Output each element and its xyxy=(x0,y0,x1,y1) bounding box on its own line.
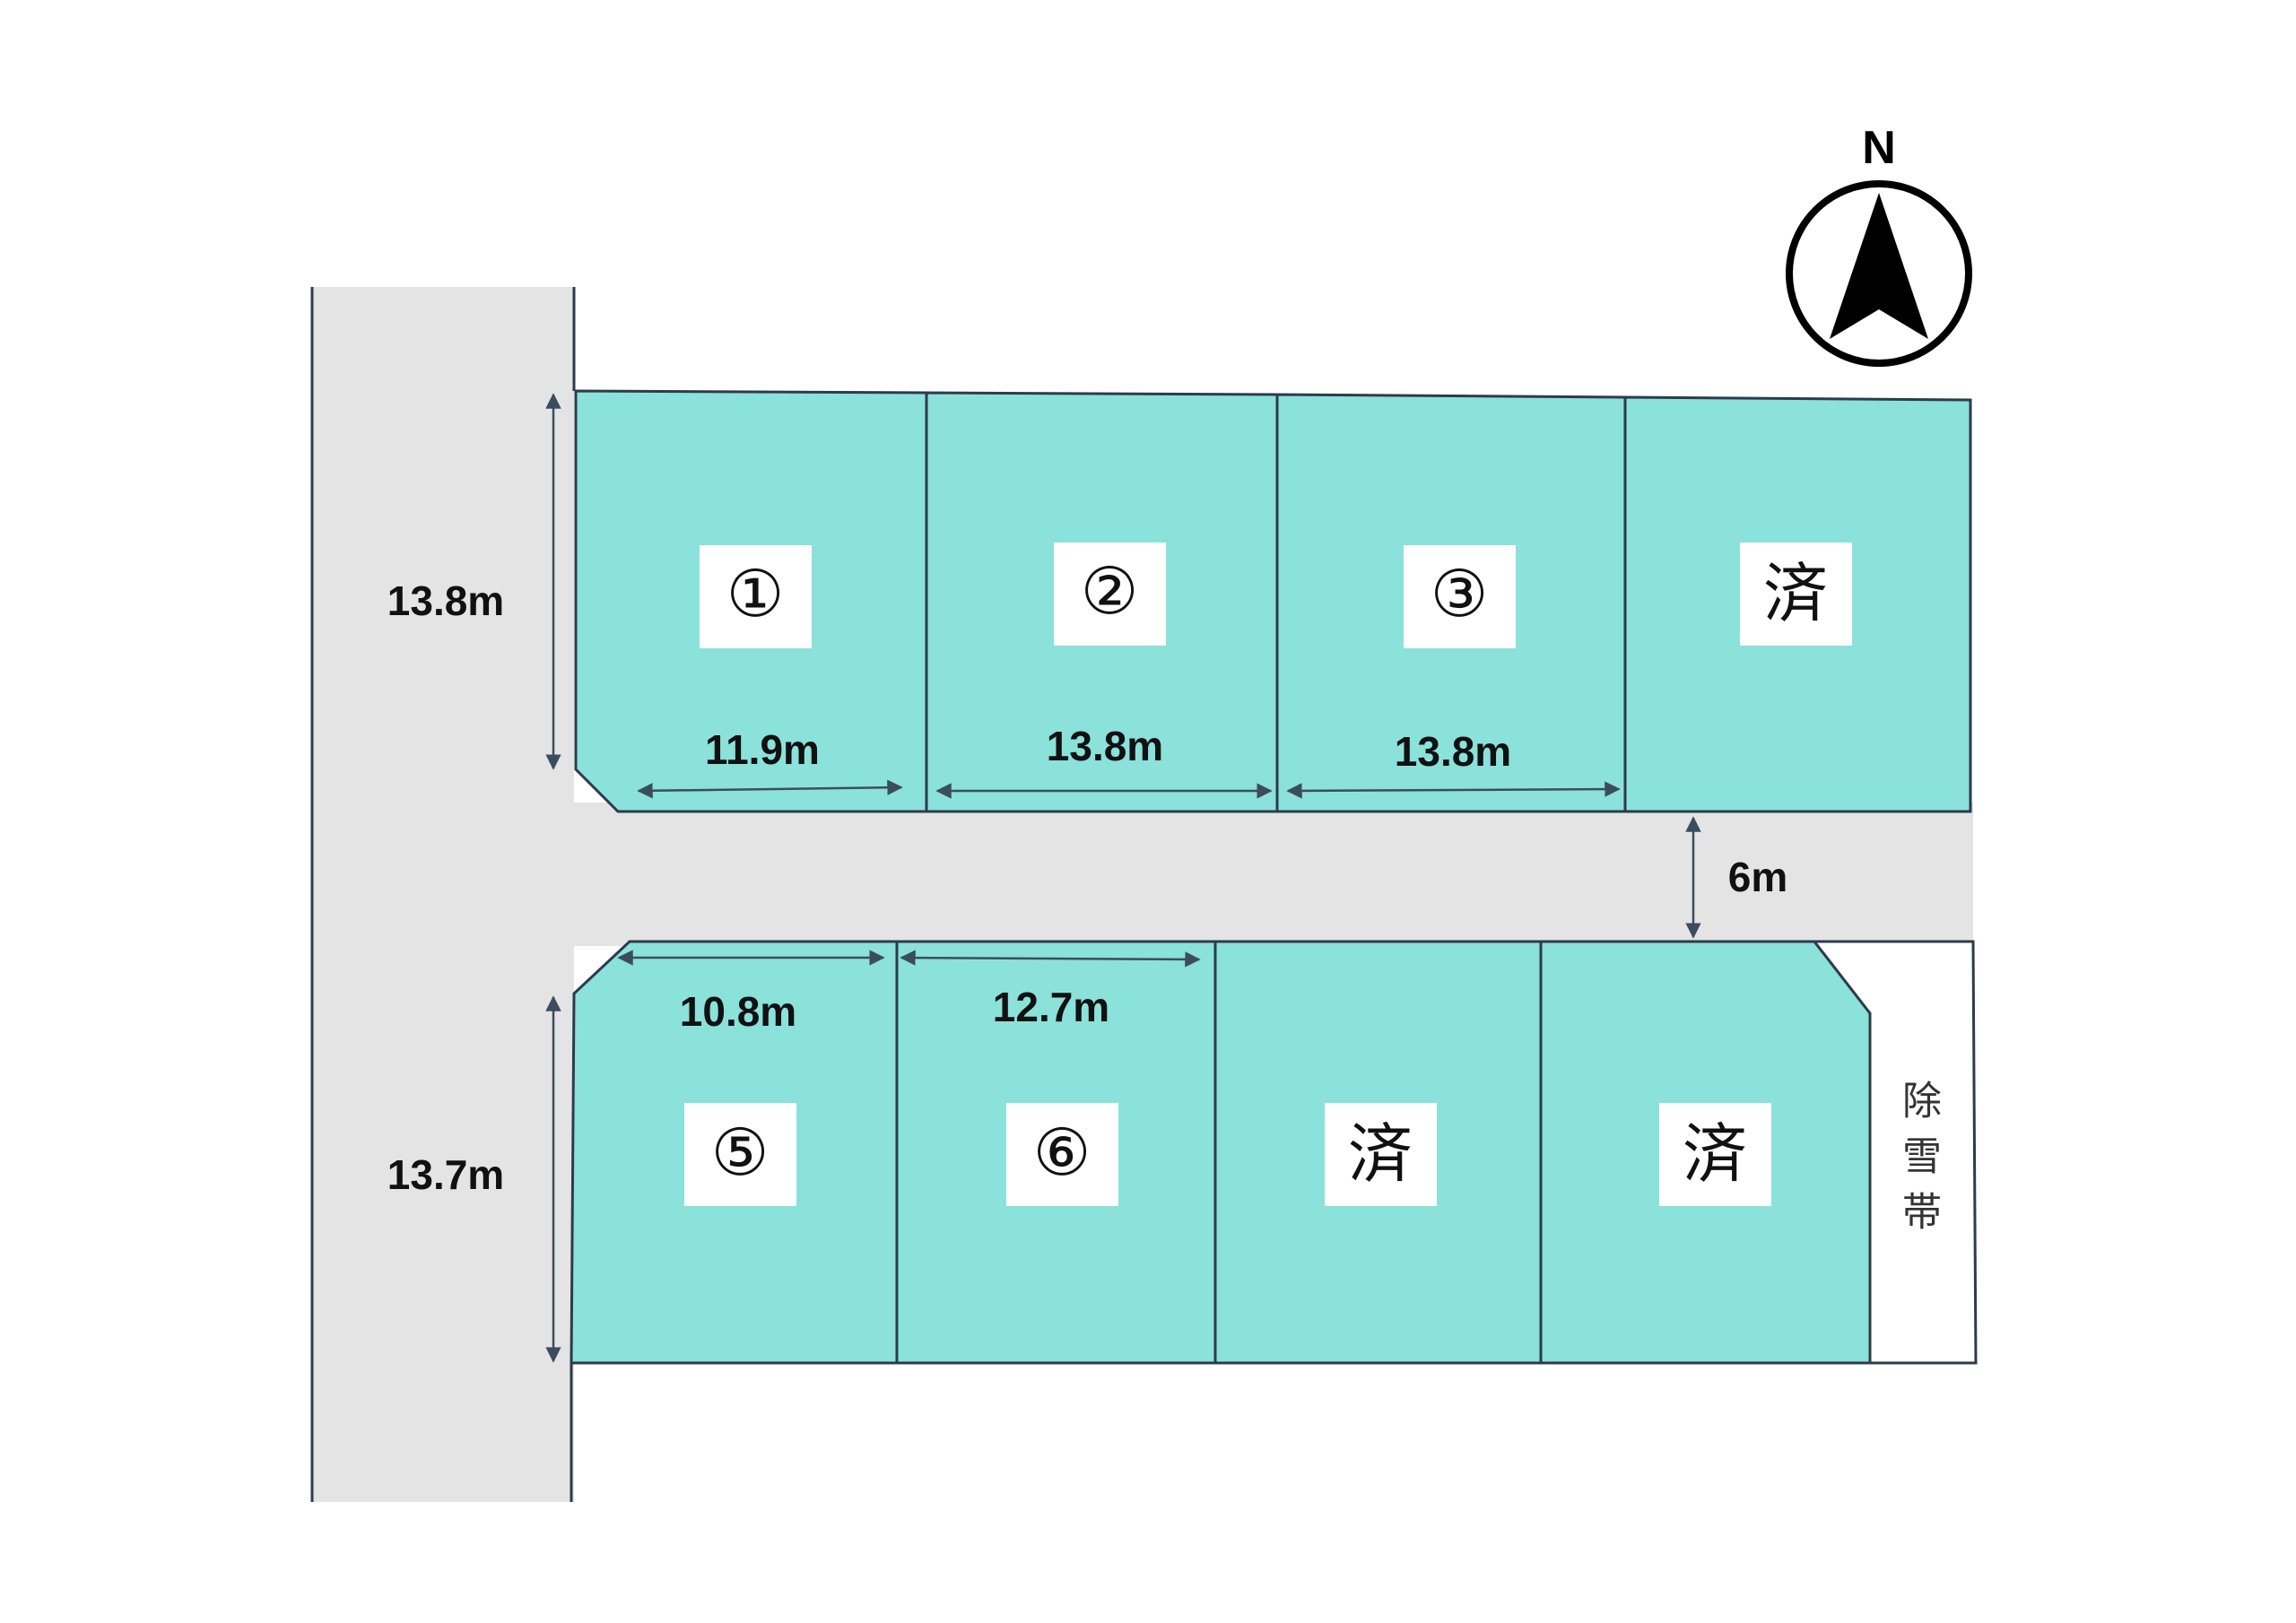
lot-ne-label-box xyxy=(1740,542,1852,646)
lot-2-label: ② xyxy=(1081,553,1139,629)
lot2-width-label: 13.8m xyxy=(1047,723,1163,769)
road-width-label: 6m xyxy=(1728,854,1787,900)
lot-2-label-box xyxy=(1054,542,1166,646)
horizontal-road xyxy=(574,803,1973,946)
lot-s3-label: 済 xyxy=(1348,1116,1413,1192)
north-depth-label: 13.8m xyxy=(387,577,504,624)
lot5-width-label: 10.8m xyxy=(680,988,796,1035)
lot6-width-arrow xyxy=(900,950,1201,968)
lot6-width-label: 12.7m xyxy=(993,984,1109,1030)
snow-removal-zone xyxy=(1811,940,1978,1365)
lot-3-label-box xyxy=(1404,545,1516,648)
lot-ne-label: 済 xyxy=(1763,556,1828,631)
lot-s4-label-box xyxy=(1659,1103,1771,1206)
south-depth-label: 13.7m xyxy=(387,1151,504,1198)
lot-s3-label-box xyxy=(1325,1103,1437,1206)
north-compass-icon xyxy=(1786,180,1972,367)
lot-1-label-box xyxy=(700,545,812,648)
lot-6-label-box xyxy=(1006,1103,1118,1206)
lot1-width-arrow xyxy=(637,779,903,799)
north-label: N xyxy=(1862,122,1896,174)
snow-zone-char-1: 除 xyxy=(1902,1079,1942,1124)
lot3-width-label: 13.8m xyxy=(1395,728,1511,775)
snow-zone-char-2: 雪 xyxy=(1902,1134,1942,1180)
lot1-width-label: 11.9m xyxy=(705,726,820,773)
vertical-road xyxy=(312,287,574,1502)
lot-1-label: ① xyxy=(726,556,785,631)
lot-s4-label: 済 xyxy=(1683,1116,1747,1192)
lot-5-label: ⑤ xyxy=(711,1115,770,1190)
lot3-width-arrow xyxy=(1286,781,1621,799)
lot-3-label: ③ xyxy=(1431,556,1489,631)
lot-6-label: ⑥ xyxy=(1033,1115,1091,1190)
snow-zone-char-3: 帯 xyxy=(1902,1190,1942,1236)
lot-5-label-box xyxy=(684,1103,796,1206)
